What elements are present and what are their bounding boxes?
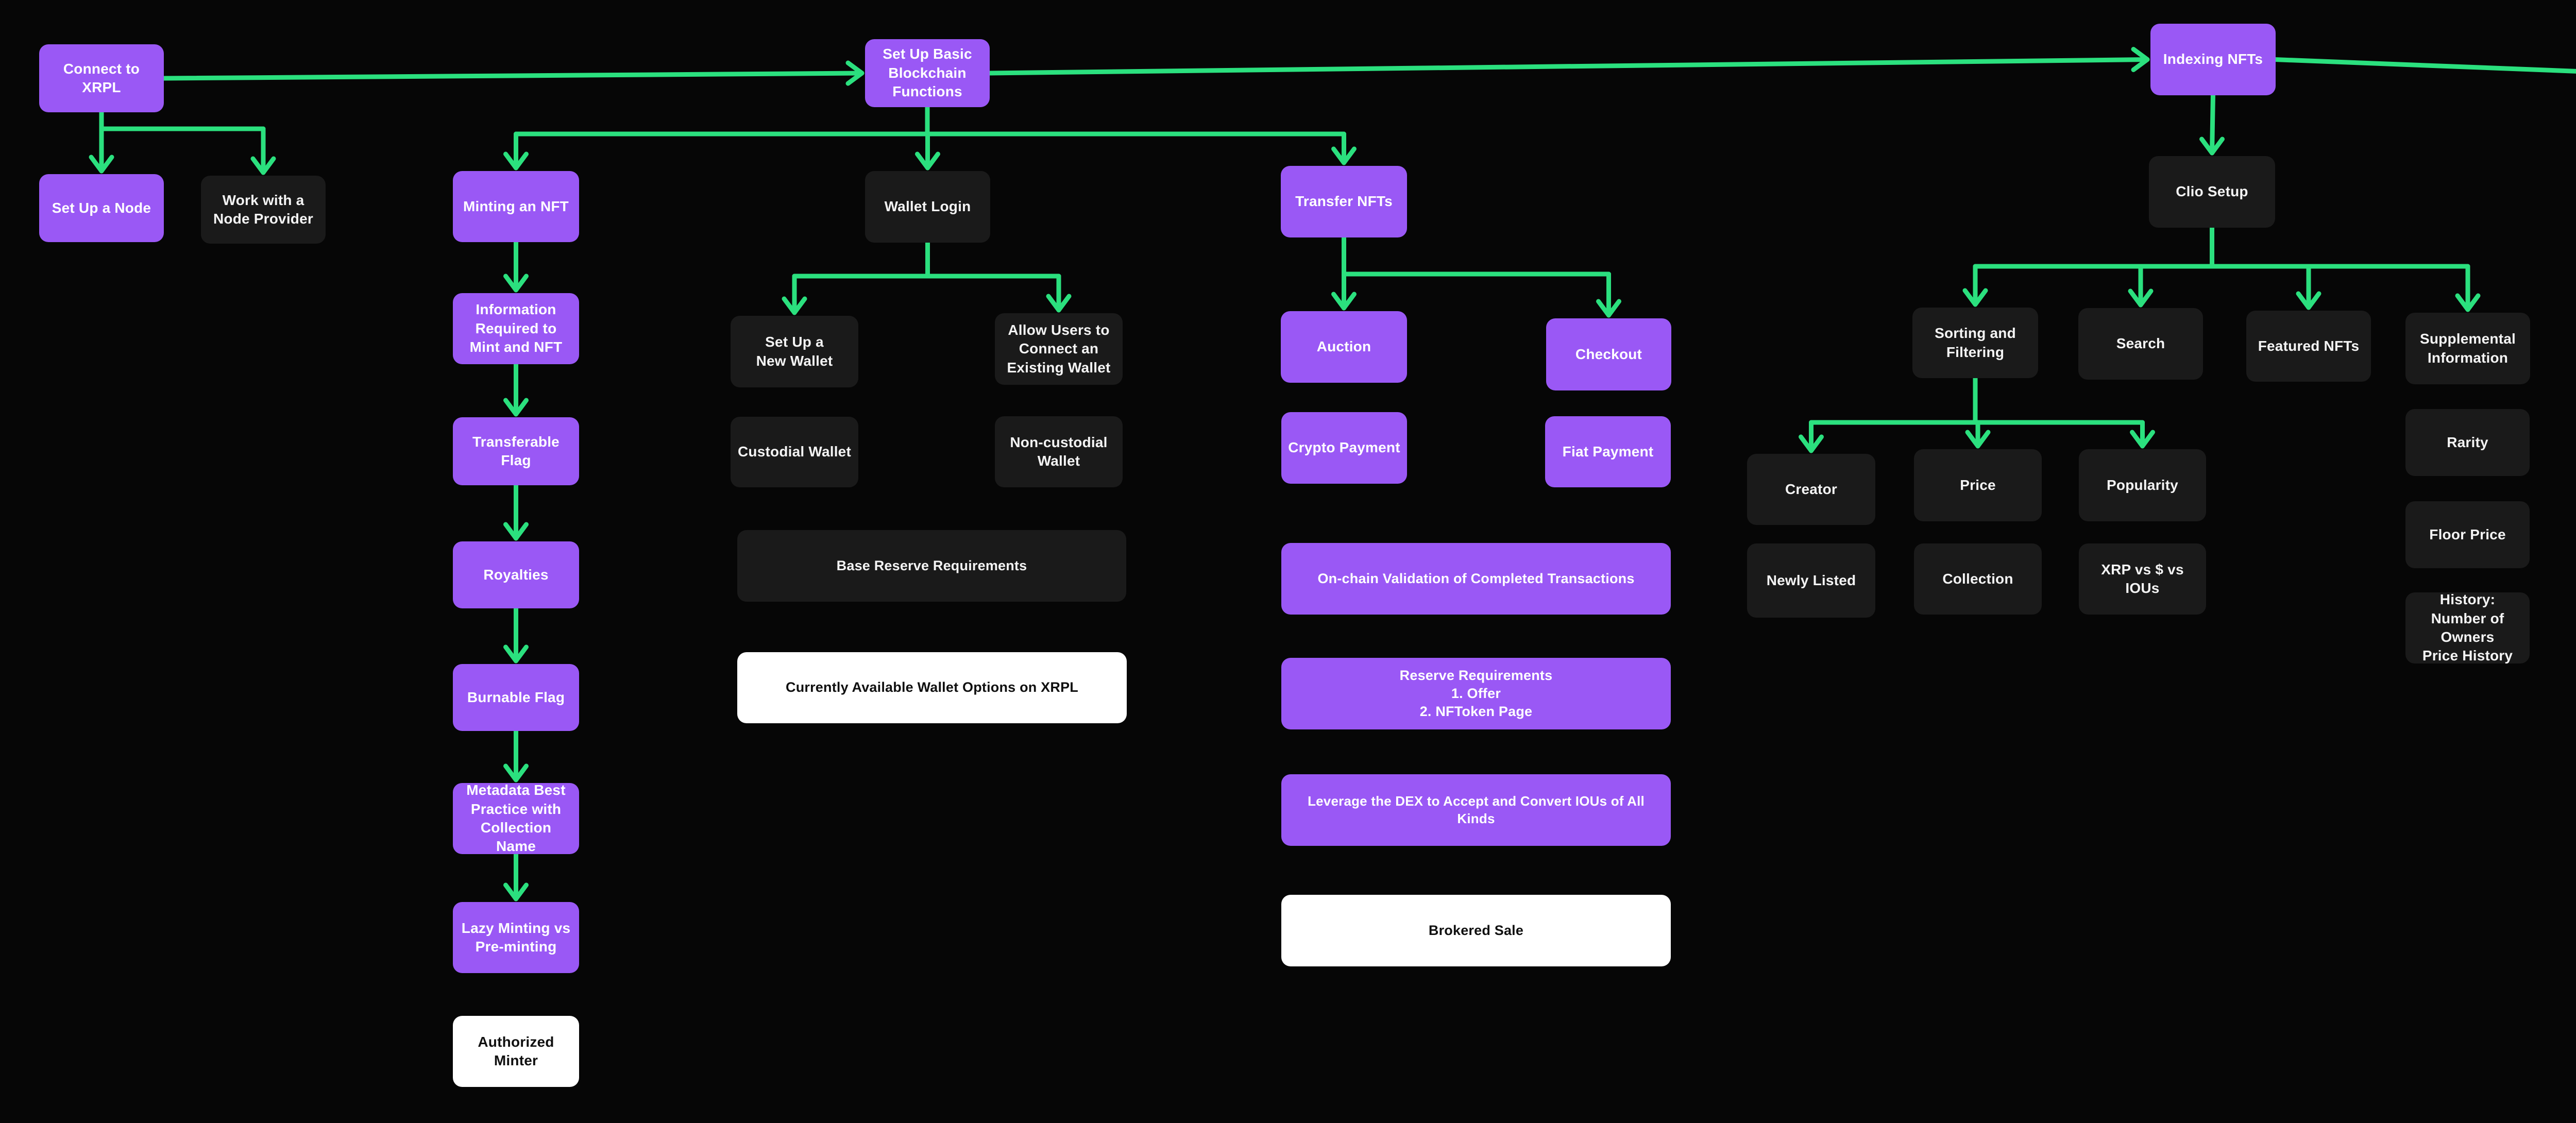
node-label: Transferable Flag <box>472 433 560 468</box>
node-label: Work with a Node Provider <box>213 192 313 227</box>
node-auction[interactable]: Auction <box>1281 311 1407 383</box>
node-label: Set Up a New Wallet <box>756 334 833 369</box>
node-label: Authorized Minter <box>478 1033 554 1068</box>
node-label: Base Reserve Requirements <box>836 557 1027 573</box>
node-label: Set Up a Node <box>52 199 151 216</box>
node-label: Rarity <box>2447 434 2488 450</box>
node-label: History: Number of Owners Price History <box>2422 591 2513 664</box>
node-authorized-minter[interactable]: Authorized Minter <box>453 1016 579 1087</box>
node-label: Lazy Minting vs Pre-minting <box>461 920 571 955</box>
node-label: On-chain Validation of Completed Transac… <box>1317 570 1635 586</box>
node-label: Minting an NFT <box>463 198 569 214</box>
node-label: Non-custodial Wallet <box>1010 434 1108 469</box>
node-burnable-flag[interactable]: Burnable Flag <box>453 664 579 731</box>
node-transfer-nfts[interactable]: Transfer NFTs <box>1281 166 1407 237</box>
node-label: Custodial Wallet <box>738 444 851 460</box>
node-label: Supplemental Information <box>2420 331 2516 366</box>
node-indexing-nfts[interactable]: Indexing NFTs <box>2150 24 2276 95</box>
node-wallet-login[interactable]: Wallet Login <box>865 171 990 243</box>
node-setup-node[interactable]: Set Up a Node <box>39 174 164 242</box>
node-label: Newly Listed <box>1766 572 1856 588</box>
node-supplemental-info[interactable]: Supplemental Information <box>2405 313 2530 384</box>
node-label: Transfer NFTs <box>1295 193 1393 210</box>
node-label: Crypto Payment <box>1288 439 1400 456</box>
node-crypto-payment[interactable]: Crypto Payment <box>1281 412 1407 484</box>
node-base-reserve[interactable]: Base Reserve Requirements <box>737 530 1126 602</box>
node-sorting-filtering[interactable]: Sorting and Filtering <box>1912 308 2038 378</box>
node-leverage-dex[interactable]: Leverage the DEX to Accept and Convert I… <box>1281 774 1671 846</box>
node-label: Brokered Sale <box>1428 922 1524 938</box>
node-label: Metadata Best Practice with Collection N… <box>466 782 566 855</box>
node-label: Royalties <box>483 566 549 583</box>
node-checkout[interactable]: Checkout <box>1546 318 1671 390</box>
node-allow-users[interactable]: Allow Users to Connect an Existing Walle… <box>995 313 1123 385</box>
node-search[interactable]: Search <box>2078 308 2203 380</box>
node-non-custodial[interactable]: Non-custodial Wallet <box>995 416 1123 487</box>
node-fiat-payment[interactable]: Fiat Payment <box>1545 416 1671 487</box>
node-floor-price[interactable]: Floor Price <box>2405 501 2530 568</box>
node-info-required[interactable]: Information Required to Mint and NFT <box>453 293 579 364</box>
node-creator[interactable]: Creator <box>1747 454 1875 525</box>
node-label: Price <box>1960 477 1996 493</box>
node-setup-new-wallet[interactable]: Set Up a New Wallet <box>731 316 858 387</box>
node-label: Currently Available Wallet Options on XR… <box>786 679 1078 695</box>
node-label: Clio Setup <box>2176 183 2248 200</box>
node-setup-basic[interactable]: Set Up Basic Blockchain Functions <box>865 39 990 107</box>
node-label: Information Required to Mint and NFT <box>469 301 563 355</box>
node-label: Allow Users to Connect an Existing Walle… <box>1007 321 1111 376</box>
node-royalties[interactable]: Royalties <box>453 541 579 608</box>
node-label: Set Up Basic Blockchain Functions <box>883 46 972 100</box>
node-featured-nfts[interactable]: Featured NFTs <box>2246 311 2371 382</box>
node-metadata-best[interactable]: Metadata Best Practice with Collection N… <box>453 782 579 855</box>
node-clio-setup[interactable]: Clio Setup <box>2149 156 2275 228</box>
node-label: Creator <box>1785 481 1837 497</box>
node-label: Connect to XRPL <box>63 60 140 95</box>
node-label: Reserve Requirements 1. Offer 2. NFToken… <box>1399 667 1553 720</box>
node-connect-xrpl[interactable]: Connect to XRPL <box>39 44 164 112</box>
node-lazy-minting[interactable]: Lazy Minting vs Pre-minting <box>453 902 579 973</box>
node-history[interactable]: History: Number of Owners Price History <box>2405 591 2530 664</box>
node-work-node-provider[interactable]: Work with a Node Provider <box>201 176 326 244</box>
node-label: Featured NFTs <box>2258 337 2360 354</box>
node-label: Wallet Login <box>884 198 971 215</box>
node-xrp-vs-ious[interactable]: XRP vs $ vs IOUs <box>2079 543 2206 615</box>
node-label: Sorting and Filtering <box>1935 325 2016 360</box>
node-label: Auction <box>1316 338 1371 355</box>
node-label: Indexing NFTs <box>2163 51 2263 67</box>
node-label: XRP vs $ vs IOUs <box>2101 561 2184 596</box>
node-rarity[interactable]: Rarity <box>2405 409 2530 476</box>
node-label: Fiat Payment <box>1562 443 1654 460</box>
node-label: Floor Price <box>2429 526 2506 542</box>
node-newly-listed[interactable]: Newly Listed <box>1747 543 1875 618</box>
node-wallet-options[interactable]: Currently Available Wallet Options on XR… <box>737 652 1127 723</box>
node-custodial-wallet[interactable]: Custodial Wallet <box>731 417 858 487</box>
node-collection[interactable]: Collection <box>1914 543 2042 615</box>
node-label: Search <box>2116 335 2165 352</box>
node-label: Leverage the DEX to Accept and Convert I… <box>1308 793 1645 826</box>
node-price[interactable]: Price <box>1914 449 2042 521</box>
node-label: Popularity <box>2107 477 2178 493</box>
node-label: Collection <box>1942 570 2013 587</box>
node-label: Burnable Flag <box>467 689 565 705</box>
node-brokered-sale[interactable]: Brokered Sale <box>1281 895 1671 966</box>
node-label: Checkout <box>1575 346 1642 362</box>
node-popularity[interactable]: Popularity <box>2079 449 2206 521</box>
node-transferable-flag[interactable]: Transferable Flag <box>453 417 579 485</box>
node-onchain-validation[interactable]: On-chain Validation of Completed Transac… <box>1281 543 1671 615</box>
node-minting-nft[interactable]: Minting an NFT <box>453 171 579 242</box>
node-reserve-reqs[interactable]: Reserve Requirements 1. Offer 2. NFToken… <box>1281 658 1671 729</box>
